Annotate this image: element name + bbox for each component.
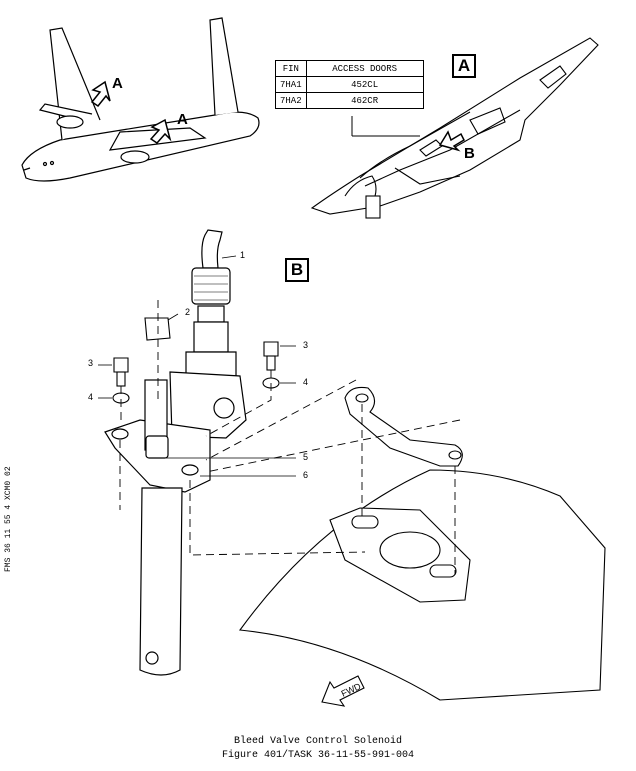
arrow-label-a2: A bbox=[177, 111, 188, 128]
callout-3-left: 3 bbox=[88, 358, 94, 368]
electrical-connector bbox=[191, 229, 231, 323]
arrow-label-b: B bbox=[464, 145, 475, 162]
header-fin: FIN bbox=[275, 60, 307, 77]
table-header-row: FIN ACCESS DOORS bbox=[275, 60, 424, 77]
figure-number: Figure 401/TASK 36-11-55-991-004 bbox=[221, 750, 415, 761]
aircraft-illustration bbox=[21, 17, 260, 182]
table-cell-fin: 7HA2 bbox=[275, 92, 307, 109]
callout-leaders bbox=[98, 255, 296, 477]
bolt-left bbox=[113, 357, 129, 387]
callout-4-right: 4 bbox=[303, 377, 309, 387]
fwd-arrow bbox=[321, 675, 365, 707]
callout-2: 2 bbox=[185, 307, 191, 317]
view-arrow-b bbox=[438, 130, 465, 152]
view-label-b: B bbox=[285, 258, 309, 282]
view-arrow-a2 bbox=[149, 118, 172, 144]
bolt-right bbox=[263, 341, 279, 371]
access-doors-table: FIN ACCESS DOORS 7HA1 452CL 7HA2 462CR bbox=[275, 60, 424, 109]
callout-4-left: 4 bbox=[88, 392, 94, 402]
callout-5: 5 bbox=[303, 452, 309, 462]
table-row: 7HA2 462CR bbox=[275, 92, 424, 109]
callout-6: 6 bbox=[303, 470, 309, 480]
assembly-lines bbox=[119, 300, 461, 575]
callout-3-right: 3 bbox=[303, 340, 309, 350]
view-arrow-a1 bbox=[90, 80, 111, 108]
table-cell-fin: 7HA1 bbox=[275, 76, 307, 93]
view-label-a: A bbox=[452, 54, 476, 78]
table-row: 7HA1 452CL bbox=[275, 76, 424, 93]
table-cell-door: 462CR bbox=[305, 92, 424, 109]
valve-flange bbox=[104, 379, 211, 676]
arrow-label-a1: A bbox=[112, 75, 123, 92]
union-nut bbox=[144, 317, 171, 341]
mounting-bracket bbox=[344, 386, 463, 467]
duct-section bbox=[238, 469, 606, 701]
table-cell-door: 452CL bbox=[305, 76, 424, 93]
callout-1: 1 bbox=[240, 250, 246, 260]
figure-reference-code: FMS 36 11 55 4 XCM0 02 bbox=[4, 466, 13, 572]
nacelle-illustration bbox=[310, 37, 599, 219]
header-access-doors: ACCESS DOORS bbox=[305, 60, 424, 77]
solenoid-body bbox=[169, 321, 247, 439]
figure-title: Bleed Valve Control Solenoid bbox=[233, 736, 403, 747]
